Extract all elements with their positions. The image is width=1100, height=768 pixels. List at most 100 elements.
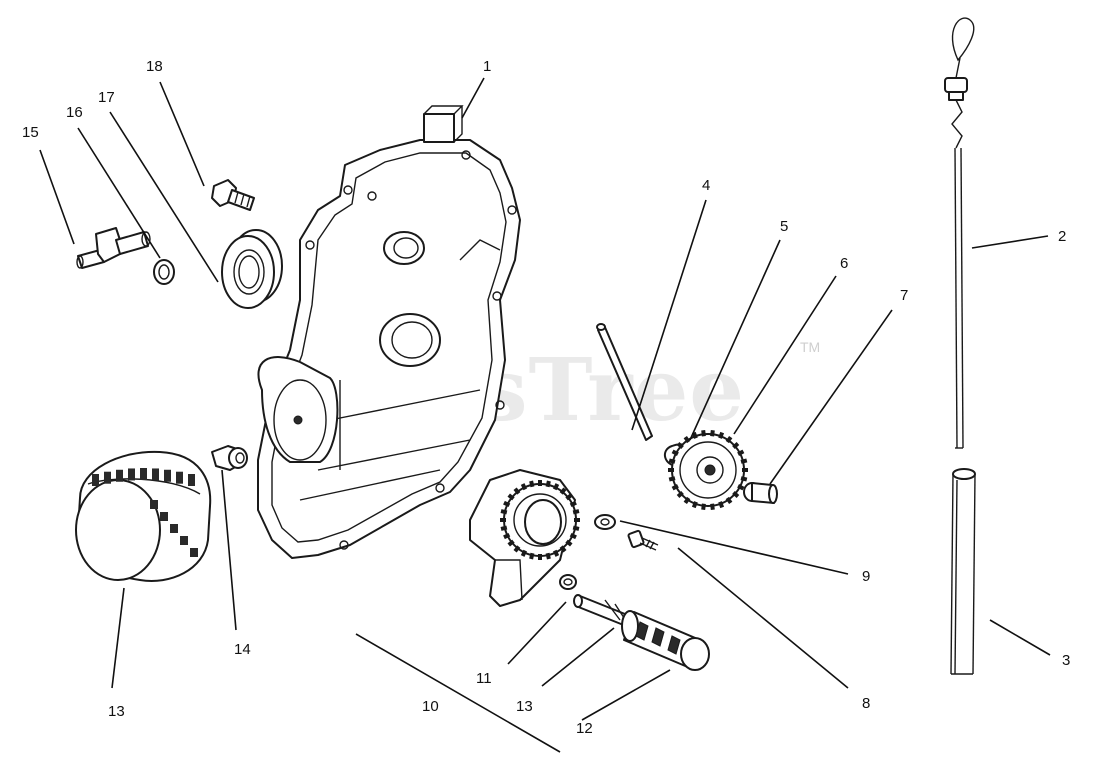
gear-tooth xyxy=(718,431,725,439)
leader-2 xyxy=(971,235,1049,249)
filter-rib xyxy=(188,474,195,486)
leader-16 xyxy=(77,127,161,259)
gear-tooth xyxy=(691,501,698,509)
callout-7: 7 xyxy=(900,287,908,304)
gear-tooth xyxy=(676,441,684,449)
oil-strainer-part[interactable] xyxy=(621,610,710,671)
fitting-washer-part[interactable] xyxy=(153,259,175,285)
filter-rib xyxy=(116,469,123,482)
callout-13-pickup: 13 xyxy=(516,698,533,715)
gear-tooth xyxy=(740,476,748,482)
leader-7 xyxy=(769,309,893,485)
filter-ribs xyxy=(92,468,198,557)
callout-1: 1 xyxy=(483,58,491,75)
gear-tooth xyxy=(513,545,521,553)
leader-11 xyxy=(507,601,567,665)
filter-rib xyxy=(104,471,111,484)
leader-9 xyxy=(619,520,849,575)
leader-lines xyxy=(39,77,1051,753)
callout-3: 3 xyxy=(1062,652,1070,669)
filter-rib xyxy=(164,469,171,482)
leader-13a xyxy=(111,587,125,689)
gear-tooth xyxy=(572,509,580,515)
leader-18 xyxy=(159,81,205,187)
filter-rib xyxy=(160,512,168,521)
gear-tooth xyxy=(671,449,679,456)
gear-tooth xyxy=(500,525,508,531)
gear-tooth xyxy=(572,525,580,531)
oil-pump-assembly-part[interactable] xyxy=(469,469,580,607)
filter-rib xyxy=(140,468,147,480)
callout-9: 9 xyxy=(862,568,870,585)
gear-tooth xyxy=(545,552,551,560)
gear-tooth xyxy=(691,431,698,439)
callout-5: 5 xyxy=(780,218,788,235)
drain-plug-part[interactable] xyxy=(211,445,248,471)
gear-tooth xyxy=(569,532,577,540)
gear-tooth xyxy=(683,496,691,505)
filter-rib xyxy=(180,536,188,545)
washer-part[interactable] xyxy=(594,514,616,530)
gear-tooth xyxy=(701,503,706,510)
gear-tooth xyxy=(718,501,725,509)
oil-seal-part[interactable] xyxy=(221,229,283,309)
gear-tooth xyxy=(671,484,679,491)
gear-tooth xyxy=(507,493,515,501)
gear-tooth xyxy=(725,496,733,505)
callout-16: 16 xyxy=(66,104,83,121)
gear-tooth xyxy=(737,449,745,456)
crankcase-cover-part[interactable] xyxy=(257,105,521,559)
screw-part[interactable] xyxy=(627,529,659,551)
gear-tooth xyxy=(503,532,511,540)
gear-tooth xyxy=(732,441,740,449)
gear-tooth xyxy=(529,552,535,560)
oil-filter-part[interactable] xyxy=(75,450,212,582)
elbow-fitting-part[interactable] xyxy=(76,227,151,269)
gear-tooth xyxy=(701,430,706,437)
bolt-part[interactable] xyxy=(211,179,255,211)
gear-tooth xyxy=(737,484,745,491)
leader-13b xyxy=(541,627,615,687)
gear-part[interactable] xyxy=(668,430,748,510)
leader-8 xyxy=(677,547,849,689)
leader-4 xyxy=(631,199,707,431)
gear-tooth xyxy=(668,476,676,482)
watermark-trademark: TM xyxy=(800,339,820,355)
callout-14: 14 xyxy=(234,641,251,658)
callout-10: 10 xyxy=(422,698,439,715)
gear-tooth xyxy=(683,435,691,444)
callout-6: 6 xyxy=(840,255,848,272)
gear-tooth xyxy=(513,487,521,495)
leader-5 xyxy=(689,239,781,441)
gear-tooth xyxy=(503,500,511,508)
gear-tooth xyxy=(559,487,567,495)
gear-tooth xyxy=(725,435,733,444)
gear-tooth xyxy=(520,483,528,491)
gear-tooth xyxy=(732,491,740,499)
gear-tooth xyxy=(710,503,715,510)
callout-18: 18 xyxy=(146,58,163,75)
gear-tooth xyxy=(500,509,508,515)
callout-12: 12 xyxy=(576,720,593,737)
shoulder-bolt-part[interactable] xyxy=(743,482,778,504)
callout-11: 11 xyxy=(476,670,492,687)
callout-4: 4 xyxy=(702,177,710,194)
o-ring-part[interactable] xyxy=(559,574,577,590)
filter-rib xyxy=(150,500,158,509)
gear-tooth xyxy=(529,480,535,488)
gear-tooth xyxy=(520,549,528,557)
gear-tooth xyxy=(569,500,577,508)
leader-15 xyxy=(39,149,75,245)
pump-gear-teeth xyxy=(500,480,580,560)
filter-rib xyxy=(92,474,99,486)
gear-teeth xyxy=(668,430,748,510)
gear-tooth xyxy=(565,493,573,501)
dipstick-part[interactable] xyxy=(944,17,975,449)
callout-2: 2 xyxy=(1058,228,1066,245)
dipstick-tube-part[interactable] xyxy=(950,468,976,675)
callout-labels: 1 2 3 4 5 6 7 8 9 10 11 12 13 13 14 15 1… xyxy=(22,58,1070,737)
filter-rib xyxy=(190,548,198,557)
leader-10 xyxy=(355,633,561,753)
